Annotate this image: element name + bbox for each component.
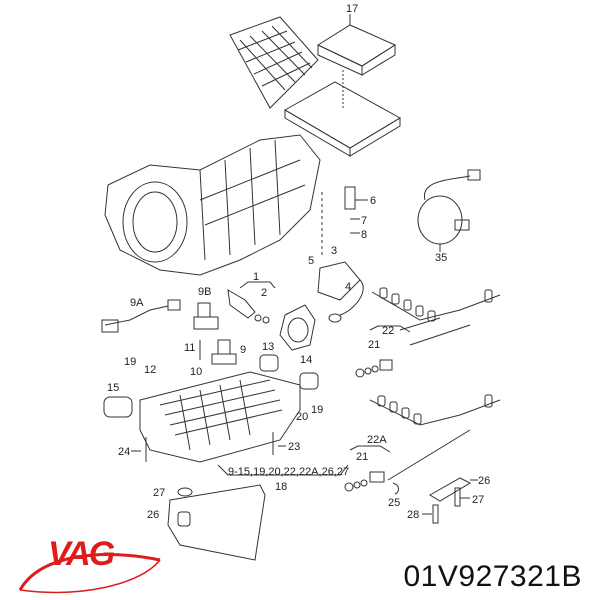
callout-21b: 21 bbox=[356, 451, 369, 463]
callout-group: 9-15,19,20,22,22A,26,27 bbox=[228, 466, 350, 478]
transmission-case bbox=[104, 134, 321, 276]
callout-9A: 9A bbox=[130, 297, 144, 309]
callout-13: 13 bbox=[262, 341, 275, 353]
brand-logo: VAG bbox=[14, 535, 154, 595]
callout-19a: 19 bbox=[124, 356, 137, 368]
callout-23: 23 bbox=[288, 441, 301, 453]
callout-17: 17 bbox=[346, 3, 359, 15]
control-unit-housing bbox=[283, 81, 402, 157]
speed-sensor-35 bbox=[417, 169, 481, 252]
callout-35: 35 bbox=[435, 252, 448, 264]
wire-harness-22A bbox=[344, 394, 501, 495]
callout-28: 28 bbox=[407, 509, 420, 521]
callout-9: 9 bbox=[240, 344, 247, 356]
group-bracket bbox=[217, 464, 349, 476]
callout-5: 5 bbox=[308, 255, 315, 267]
callout-7: 7 bbox=[361, 215, 368, 227]
callout-4: 4 bbox=[345, 281, 352, 293]
wire-harness-9A bbox=[101, 299, 181, 333]
brand-swoosh bbox=[18, 553, 161, 591]
callout-27b: 27 bbox=[472, 494, 485, 506]
callout-22: 22 bbox=[382, 325, 395, 337]
solenoid-9 bbox=[199, 339, 237, 365]
callout-26a: 26 bbox=[478, 475, 491, 487]
retaining-bracket-26 bbox=[422, 477, 478, 524]
callout-2: 2 bbox=[261, 287, 268, 299]
solenoid-1 bbox=[227, 281, 276, 324]
oil-filter-26 bbox=[167, 484, 266, 561]
bracket-assembly bbox=[321, 186, 368, 255]
brand-name: VAG bbox=[48, 535, 115, 573]
valve-body-18 bbox=[139, 371, 301, 463]
callout-15: 15 bbox=[107, 382, 120, 394]
callout-3: 3 bbox=[331, 245, 338, 257]
callout-27a: 27 bbox=[153, 487, 166, 499]
callout-19b: 19 bbox=[311, 404, 324, 416]
oil-pump-body bbox=[279, 304, 316, 351]
solenoid-9B bbox=[193, 302, 219, 330]
callout-9B: 9B bbox=[198, 286, 212, 298]
callout-11: 11 bbox=[184, 342, 196, 354]
wire-harness-22 bbox=[355, 287, 501, 378]
control-module-17 bbox=[316, 14, 397, 108]
callout-21a: 21 bbox=[368, 339, 381, 351]
callout-18: 18 bbox=[275, 481, 288, 493]
callout-6: 6 bbox=[370, 195, 377, 207]
callout-24: 24 bbox=[118, 446, 131, 458]
part-number: 01V927321B bbox=[403, 560, 582, 593]
callout-25: 25 bbox=[388, 497, 401, 509]
callout-20: 20 bbox=[296, 411, 309, 423]
callout-1: 1 bbox=[253, 271, 260, 283]
callout-26b: 26 bbox=[147, 509, 160, 521]
callout-10: 10 bbox=[190, 366, 203, 378]
pressure-regulators bbox=[103, 354, 319, 418]
brand-swoosh-lower bbox=[19, 559, 161, 594]
callout-12: 12 bbox=[144, 364, 157, 376]
pump-cover-3 bbox=[317, 261, 364, 323]
lid-grid bbox=[229, 16, 319, 109]
bolts bbox=[131, 432, 286, 462]
callout-22A: 22A bbox=[367, 434, 387, 446]
callout-8: 8 bbox=[361, 229, 368, 241]
callout-14: 14 bbox=[300, 354, 313, 366]
